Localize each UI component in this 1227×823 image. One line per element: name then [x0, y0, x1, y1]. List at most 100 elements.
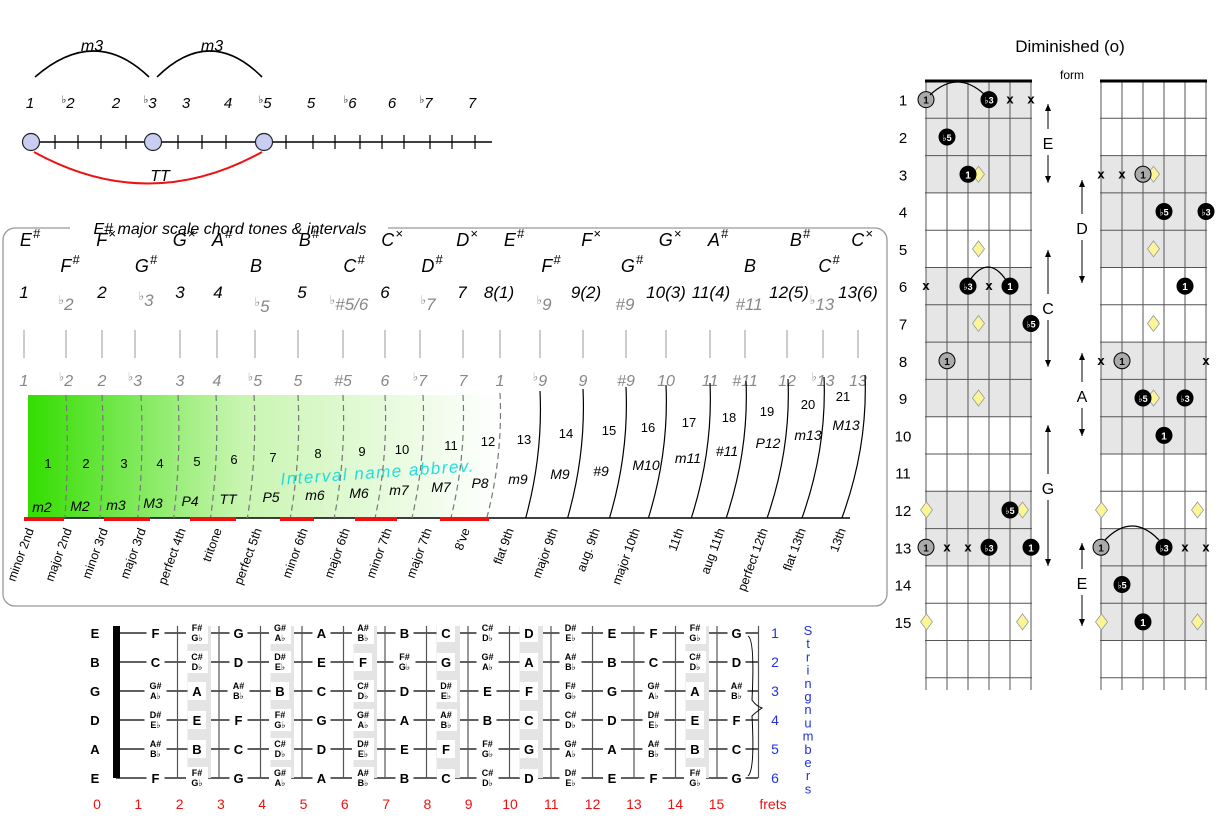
note-mask: [437, 769, 455, 787]
fret-number: 2: [176, 796, 184, 812]
interval-curve: [64, 394, 68, 519]
note-name: D: [524, 626, 533, 641]
chord-tone-label: ♭5: [1026, 319, 1035, 329]
note-sharp: A#: [357, 768, 369, 778]
scale-degree: 2: [111, 95, 121, 112]
scale-degree-num: 7: [424, 95, 433, 112]
inlay-diamond: [972, 314, 985, 333]
interval-name: 8've: [452, 526, 473, 552]
chord-tone-dot: [1113, 576, 1131, 594]
note-mask: [146, 653, 165, 671]
string-label-letter: g: [804, 689, 811, 704]
note-mask: [312, 624, 331, 642]
chord-degree-text: ♭3: [138, 289, 154, 310]
semitone-count: 15: [602, 423, 616, 438]
interval-abbrev: M9: [550, 466, 570, 482]
chord-degree-text: 8(1): [484, 283, 514, 302]
fret-label: 5: [899, 242, 907, 259]
chord-tone-dot: [980, 91, 998, 109]
semitone-count: 17: [682, 415, 696, 430]
scale-degree-num: 6: [348, 95, 357, 112]
interval-name: tritone: [200, 526, 225, 563]
note-accidental: ×: [470, 226, 478, 241]
note-name: A: [400, 713, 410, 728]
note-mask: [269, 738, 291, 760]
chord-degree-text: 7: [457, 283, 467, 302]
interval-name: 11th: [666, 526, 687, 553]
chord-tone-label: ♭5: [1138, 394, 1147, 404]
string-label-letter: i: [807, 663, 810, 678]
semitone-count: 3: [120, 456, 127, 471]
interval-degree-text: 9: [579, 373, 588, 390]
chord-degree-flat: ♭: [420, 293, 426, 307]
chord-tone-label: ♭3: [984, 96, 993, 106]
note-sharp: F#: [690, 768, 701, 778]
semitone-count: 13: [517, 432, 531, 447]
interval-abbrev: m11: [675, 450, 701, 466]
scale-note: G×: [173, 226, 196, 250]
interval-degree: ♭7: [413, 371, 428, 390]
string-label-letter: m: [803, 729, 814, 744]
fret-number: 10: [502, 796, 518, 812]
note-sharp: D#: [565, 768, 577, 778]
note-name: E: [193, 713, 202, 728]
interval-degree-flat: ♭: [59, 371, 64, 383]
scale-note: B#: [299, 226, 320, 250]
chord-tone-label: ♭5: [1005, 506, 1014, 516]
note-sharp: F#: [565, 681, 576, 691]
nut: [113, 626, 120, 778]
note-name: E: [608, 626, 617, 641]
note-mask: [229, 769, 248, 787]
chord-degree: 5: [297, 283, 307, 302]
note-name: A: [317, 626, 327, 641]
note-mask: [520, 769, 538, 787]
open-string-note: A: [90, 742, 100, 757]
interval-abbrev: M3: [143, 495, 163, 511]
chord-tone-dot: [959, 165, 977, 183]
note-flat: D♭: [690, 662, 701, 672]
form-arrow-head: [1045, 559, 1051, 566]
scale-degree: ♭2: [61, 94, 75, 112]
scale-degree-text: 5: [307, 95, 316, 112]
interval-degree-num: 3: [133, 373, 142, 390]
scale-note: A#: [211, 226, 233, 250]
semitone-count: 21: [836, 389, 850, 404]
interval-abbrev: #11: [716, 443, 738, 459]
chord-tone-dot: [938, 128, 956, 146]
inlay-diamond: [1147, 240, 1160, 258]
note-name: D: [400, 684, 409, 699]
note-mask: [437, 740, 455, 758]
scale-note: B#: [790, 226, 811, 250]
scale-note: F#: [60, 252, 80, 276]
scale-degree-text: ♭7: [419, 94, 433, 112]
scale-degree-text: 2: [111, 95, 121, 112]
scale-note: C#: [818, 252, 840, 276]
chord-degree: 9(2): [571, 283, 601, 302]
semitone-count: 5: [193, 454, 200, 469]
string-label-letter: e: [804, 755, 811, 770]
interval-degree: 13: [849, 373, 867, 390]
note-name: B: [192, 742, 201, 757]
fret-number: 15: [709, 796, 725, 812]
semitone-count: 14: [559, 426, 573, 441]
note-mask: [559, 622, 582, 644]
note-mask: [352, 767, 374, 789]
scale-degree-text: 4: [224, 95, 232, 112]
chord-degree: ♭7: [420, 293, 436, 314]
note-sharp: G#: [647, 681, 659, 691]
interval-abbrev: P8: [471, 475, 488, 491]
form-letter: E: [1043, 136, 1054, 153]
string-number: 4: [771, 712, 779, 728]
note-name: B: [690, 742, 699, 757]
note-name: B: [275, 684, 284, 699]
string-number: 3: [771, 683, 779, 699]
chord-degree: 12(5): [769, 283, 809, 302]
interval-name: minor 7th: [364, 526, 395, 580]
interval-name: perfect 4th: [155, 526, 188, 586]
m3-arc-2: [156, 50, 263, 78]
scale-degree-text: ♭3: [143, 94, 157, 112]
note-flat: E♭: [565, 778, 575, 788]
note-sharp: D#: [440, 681, 452, 691]
note-name: C: [732, 742, 742, 757]
note-sharp: G#: [357, 710, 369, 720]
